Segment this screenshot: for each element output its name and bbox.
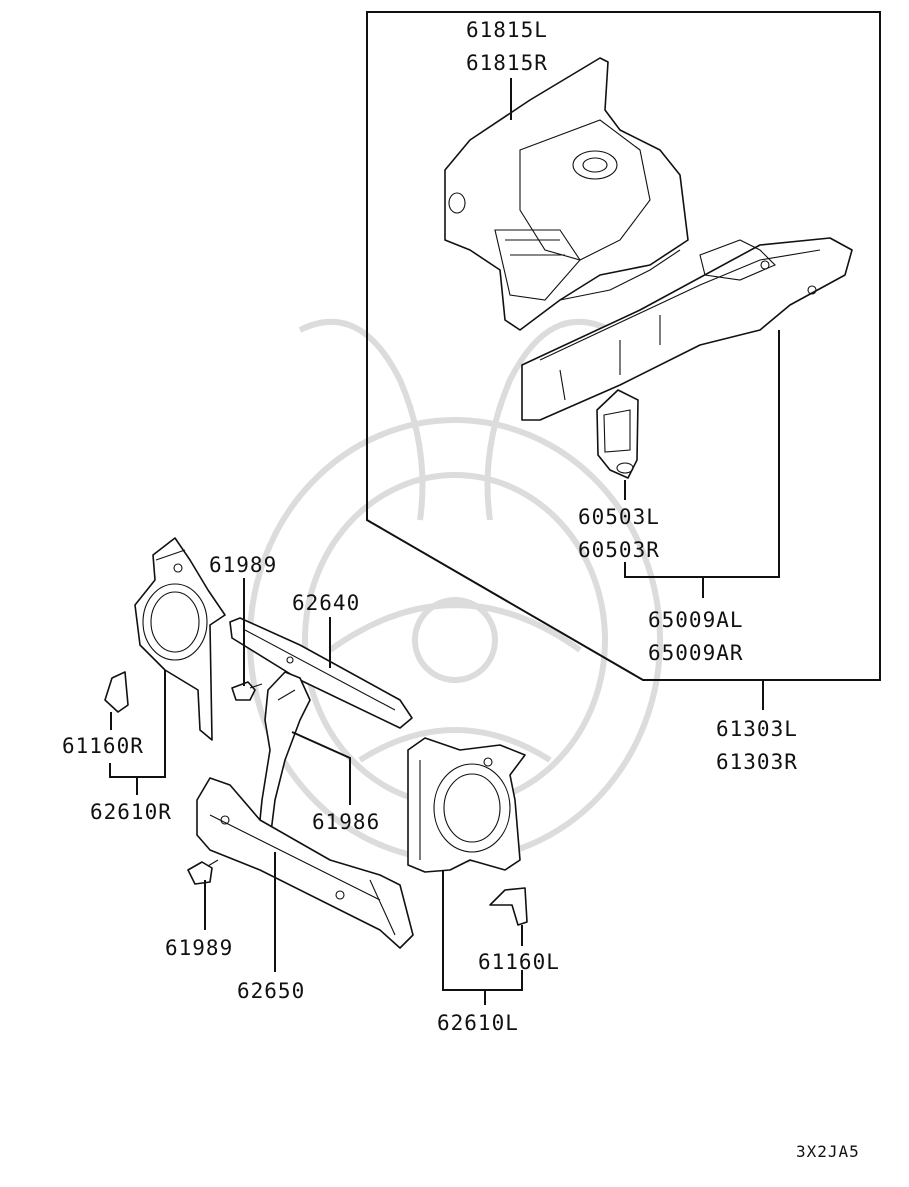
label-62610R: 62610R bbox=[90, 800, 172, 824]
bracket-61160L-part[interactable] bbox=[489, 887, 528, 926]
bracket-61160R-part[interactable] bbox=[104, 671, 129, 713]
center-stay-part[interactable] bbox=[257, 671, 311, 841]
leader-lines bbox=[109, 78, 780, 1005]
label-62640: 62640 bbox=[292, 591, 360, 615]
label-65009AL: 65009AL bbox=[648, 608, 744, 632]
diagram-code: 3X2JA5 bbox=[796, 1142, 860, 1161]
label-61160R: 61160R bbox=[62, 734, 144, 758]
label-65009AR: 65009AR bbox=[648, 641, 744, 665]
radiator-support-side-L-part[interactable] bbox=[407, 737, 526, 873]
label-61160L: 61160L bbox=[478, 950, 560, 974]
label-60503L: 60503L bbox=[578, 505, 660, 529]
label-62610L: 62610L bbox=[437, 1011, 519, 1035]
label-60503R: 60503R bbox=[578, 538, 660, 562]
wheelhouse-panel-part[interactable] bbox=[444, 57, 689, 331]
label-61989-top: 61989 bbox=[209, 553, 277, 577]
label-61815R: 61815R bbox=[466, 51, 548, 75]
label-61303L: 61303L bbox=[716, 717, 798, 741]
inset-frame bbox=[366, 11, 881, 681]
member-bracket-part[interactable] bbox=[596, 389, 639, 479]
radiator-support-side-R-part[interactable] bbox=[134, 537, 226, 741]
lower-crossbar-part[interactable] bbox=[196, 777, 414, 949]
label-62650: 62650 bbox=[237, 979, 305, 1003]
upper-crossbar-part[interactable] bbox=[229, 617, 413, 729]
label-61815L: 61815L bbox=[466, 18, 548, 42]
label-61986: 61986 bbox=[312, 810, 380, 834]
label-61303R: 61303R bbox=[716, 750, 798, 774]
bolt-top-part[interactable] bbox=[231, 681, 263, 701]
front-side-member-part[interactable] bbox=[521, 237, 853, 421]
bolt-bottom-part[interactable] bbox=[187, 859, 219, 885]
label-61989-bottom: 61989 bbox=[165, 936, 233, 960]
